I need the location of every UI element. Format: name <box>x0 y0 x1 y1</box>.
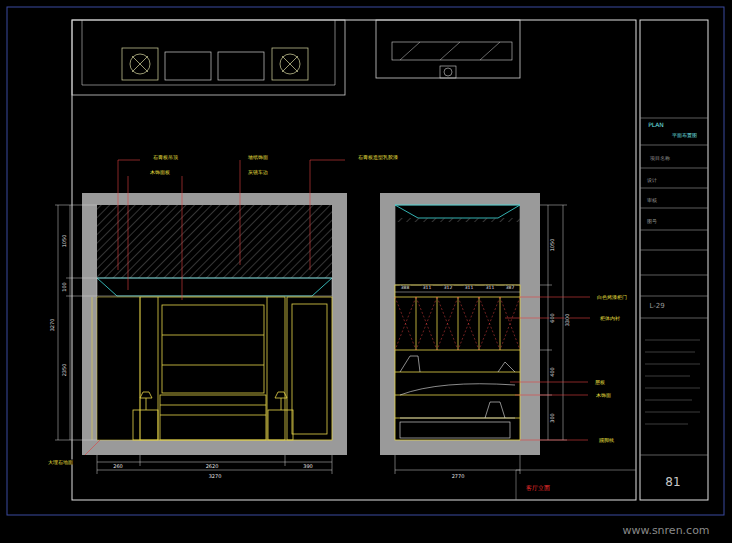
title-text: 项目名称 <box>649 156 671 161</box>
drawing-number: L-29 <box>648 303 665 310</box>
title-text: 平面布置图 <box>671 133 698 138</box>
callout-text: 大理石地面 <box>47 460 74 465</box>
title-text: 图号 <box>646 219 658 224</box>
dimension-text: 400 <box>550 366 555 378</box>
dimension-text: 260 <box>112 464 124 469</box>
dimension-text: 300 <box>550 412 555 424</box>
dimension-text: 388 <box>400 286 411 291</box>
sheet-number: 81 <box>664 476 681 488</box>
callout-text: 踢脚线 <box>598 438 615 443</box>
dimension-text: 312 <box>443 286 454 291</box>
callout-text: 白色烤漆柜门 <box>596 295 628 300</box>
watermark: www.snren.com <box>621 525 710 536</box>
dimension-text: 3300 <box>565 313 570 328</box>
dimension-text: 600 <box>550 312 555 324</box>
dimension-text: 3270 <box>50 318 55 333</box>
dimension-text: 387 <box>505 286 516 291</box>
callout-text: 石膏板造型乳胶漆 <box>357 155 399 160</box>
dimension-text: 311 <box>485 286 496 291</box>
dimension-text: 1050 <box>550 238 555 253</box>
drawing-caption: 客厅立面 <box>525 485 551 491</box>
dimension-text: 2350 <box>62 363 67 378</box>
callout-text: 柜体内衬 <box>599 316 621 321</box>
callout-text: 石膏板吊顶 <box>152 155 179 160</box>
dimension-text: 311 <box>464 286 475 291</box>
callout-text: 木饰面板 <box>149 170 171 175</box>
dimension-text: 2620 <box>205 464 220 469</box>
dimension-text: 2770 <box>451 474 466 479</box>
title-text: 设计 <box>646 178 658 183</box>
title-text: PLAN <box>647 122 665 128</box>
dimension-text: 1050 <box>62 234 67 249</box>
dimension-text: 311 <box>422 286 433 291</box>
callout-text: 木饰面 <box>595 393 612 398</box>
callout-text: 墙纸饰面 <box>247 155 269 160</box>
title-text: 审核 <box>646 198 658 203</box>
dimension-text: 390 <box>302 464 314 469</box>
dimension-text: 100 <box>62 281 67 293</box>
callout-text: 灰镜车边 <box>247 170 269 175</box>
callout-text: 层板 <box>594 380 606 385</box>
dimension-text: 3270 <box>208 474 223 479</box>
